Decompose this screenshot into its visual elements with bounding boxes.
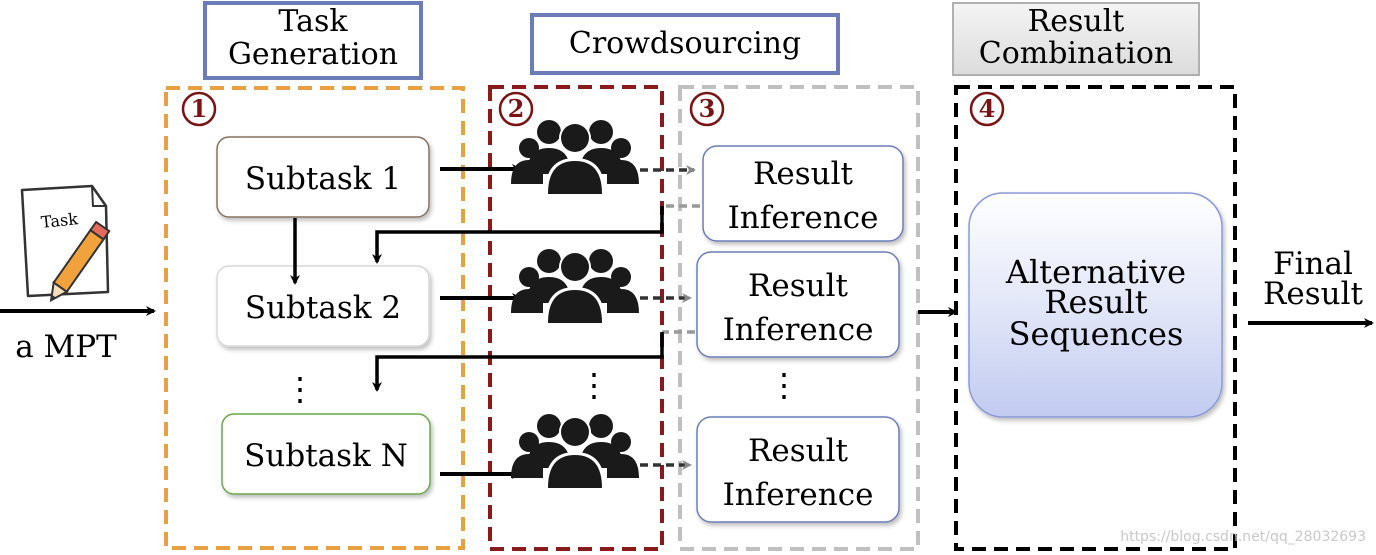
subtask-n-node: Subtask N <box>221 413 431 495</box>
input-label: a MPT <box>15 329 117 365</box>
crowdsourcing-region <box>488 85 664 551</box>
step-2-number: 2 <box>508 94 525 123</box>
task-generation-title-line1: Task <box>278 4 348 39</box>
final-result-line2: Result <box>1263 276 1363 312</box>
final-result-line1: Final <box>1273 246 1353 282</box>
crowdsourcing-title: Crowdsourcing <box>530 13 840 75</box>
task-generation-title-line2: Generation <box>228 37 398 72</box>
alternative-result-sequences-line3: Sequences <box>1009 315 1184 353</box>
watermark-text: https://blog.csdn.net/qq_28032693 <box>1120 529 1366 545</box>
step-3-badge: 3 <box>689 91 725 127</box>
step-1-number: 1 <box>191 94 208 123</box>
step-4-number: 4 <box>979 94 996 123</box>
result-inference-region <box>678 85 920 551</box>
result-inference-1-line1: Result <box>753 156 853 192</box>
crowd-ellipsis: ⋮ <box>578 366 610 404</box>
feedback-arrow-2 <box>372 330 695 392</box>
step-2-badge: 2 <box>498 91 534 127</box>
feedback-arrow-1 <box>372 204 700 264</box>
result-inference-node-1: Result Inference <box>702 145 904 242</box>
step-3-number: 3 <box>699 94 716 123</box>
subtask-1-label: Subtask 1 <box>245 161 401 197</box>
result-combination-title-line2: Combination <box>979 36 1174 71</box>
step-1-badge: 1 <box>181 91 217 127</box>
subtask-1-node: Subtask 1 <box>216 136 430 218</box>
result-inference-node-3: Result Inference <box>696 416 900 523</box>
result-combination-title-line1: Result <box>1028 4 1125 39</box>
alternative-result-sequences-line2: Result <box>1044 283 1147 321</box>
result-inference-1-line2: Inference <box>728 200 879 236</box>
crowdsourcing-title-text: Crowdsourcing <box>569 26 801 61</box>
result-combination-region <box>954 85 1237 551</box>
crowd-workers-icon-1 <box>511 120 639 194</box>
inference-ellipsis: ⋮ <box>768 366 800 404</box>
task-generation-title: Task Generation <box>203 1 423 80</box>
subtask-n-label: Subtask N <box>244 438 408 474</box>
task-document-icon: Task <box>20 184 111 303</box>
result-inference-node-2: Result Inference <box>696 251 900 358</box>
task-generation-region <box>164 86 465 550</box>
result-inference-2-line2: Inference <box>723 312 874 348</box>
result-inference-2-line1: Result <box>748 268 848 304</box>
crowd-workers-icon-2 <box>511 249 639 323</box>
subtask-2-label: Subtask 2 <box>245 290 401 326</box>
alternative-result-sequences-node: Alternative Result Sequences <box>968 192 1223 418</box>
result-combination-title: Result Combination <box>952 2 1200 76</box>
result-inference-3-line1: Result <box>748 433 848 469</box>
subtask-ellipsis: ⋮ <box>284 370 316 408</box>
step-4-badge: 4 <box>969 91 1005 127</box>
subtask-2-node: Subtask 2 <box>216 265 430 347</box>
task-document-label: Task <box>40 209 79 232</box>
result-inference-3-line2: Inference <box>723 477 874 513</box>
alternative-result-sequences-line1: Alternative <box>1005 253 1186 291</box>
crowd-workers-icon-3 <box>511 414 639 488</box>
